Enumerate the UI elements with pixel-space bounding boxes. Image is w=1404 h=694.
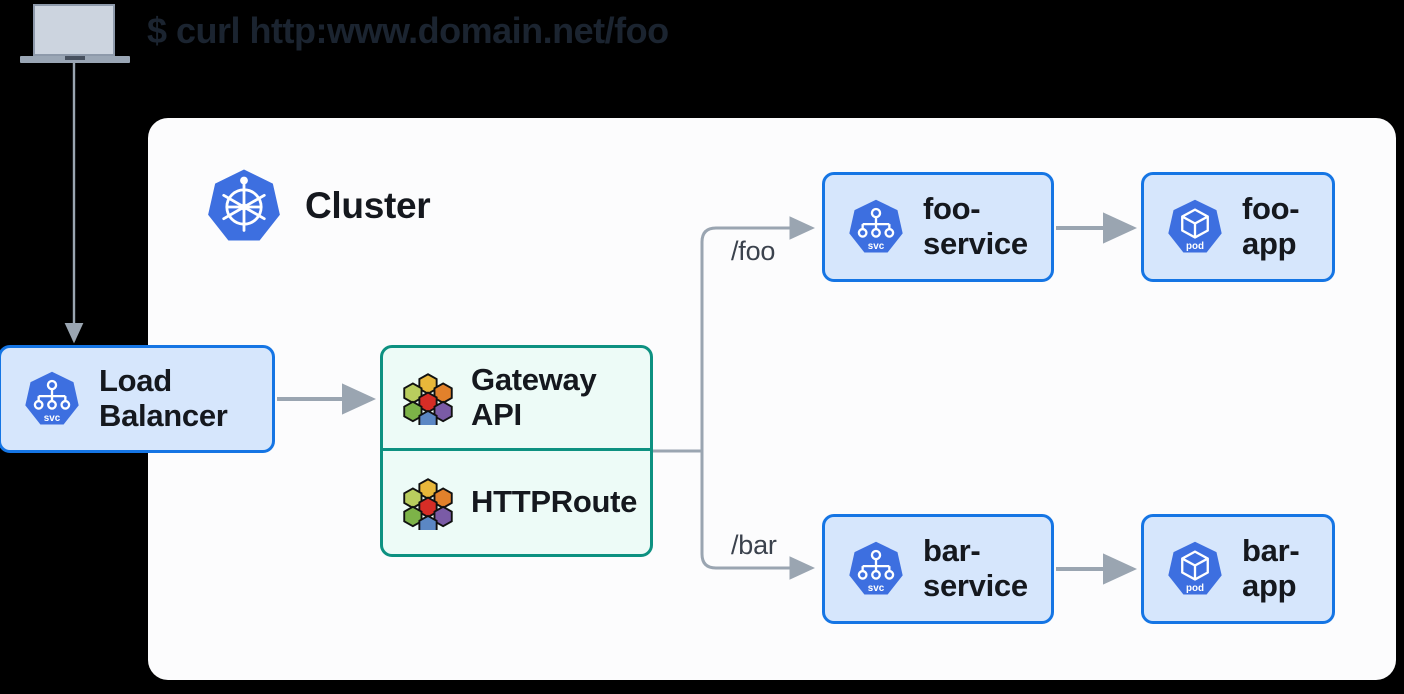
node-load-balancer[interactable]: svc Load Balancer [0, 345, 275, 453]
cluster-label: Cluster [305, 185, 431, 226]
laptop-notch [65, 56, 85, 60]
node-foo-service[interactable]: svc foo- service [822, 172, 1054, 282]
laptop-icon [20, 4, 130, 66]
node-bar-service[interactable]: svc bar- service [822, 514, 1054, 624]
node-label: Gateway API [471, 362, 597, 432]
node-label: bar- app [1242, 533, 1300, 603]
svg-text:svc: svc [44, 413, 61, 424]
kubernetes-pod-icon: pod [1166, 540, 1224, 598]
route-label-bar: /bar [731, 530, 777, 560]
svg-text:svc: svc [868, 583, 885, 594]
node-bar-app[interactable]: pod bar- app [1141, 514, 1335, 624]
node-http-route[interactable]: HTTPRoute [383, 451, 650, 554]
svg-text:svc: svc [868, 241, 885, 252]
kubernetes-pod-icon: pod [1166, 198, 1224, 256]
laptop-screen [33, 4, 115, 56]
kubernetes-crd-hexagons-icon [401, 476, 455, 536]
node-gateway-api[interactable]: Gateway API [383, 348, 650, 451]
node-foo-app[interactable]: pod foo- app [1141, 172, 1335, 282]
node-label: HTTPRoute [471, 484, 638, 520]
node-label: foo- service [923, 191, 1028, 261]
kubernetes-svc-icon: svc [847, 540, 905, 598]
route-label-foo: /foo [731, 236, 776, 266]
kubernetes-crd-hexagons-icon [401, 371, 455, 432]
kubernetes-helm-icon [205, 168, 283, 246]
gateway-group: Gateway API HTTPRoute [380, 345, 653, 557]
node-label: foo- app [1242, 191, 1300, 261]
terminal-command-text: $ curl http:www.domain.net/foo [147, 10, 669, 51]
kubernetes-svc-icon: svc [847, 198, 905, 256]
kubernetes-svc-icon: svc [23, 370, 81, 428]
svg-text:pod: pod [1186, 241, 1204, 252]
node-label: Load Balancer [99, 363, 228, 433]
node-label: bar- service [923, 533, 1028, 603]
svg-text:pod: pod [1186, 583, 1204, 594]
